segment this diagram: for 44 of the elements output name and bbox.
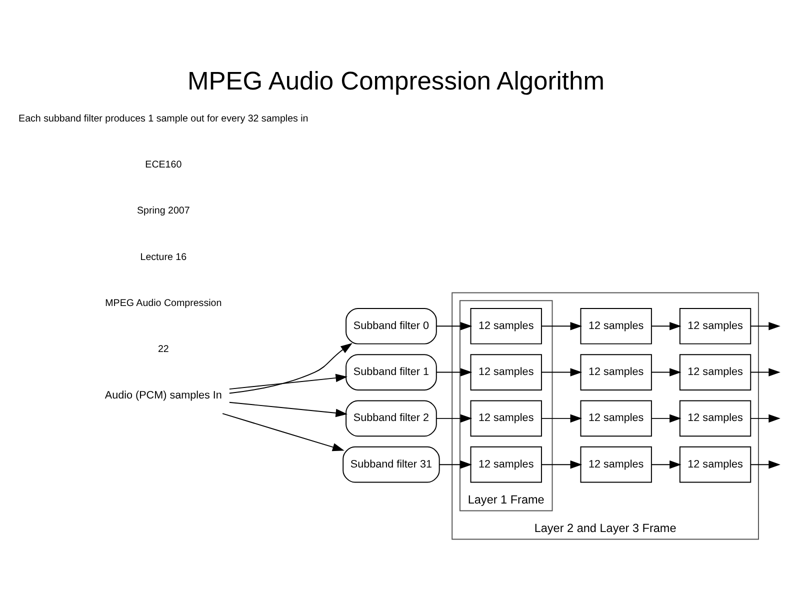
node-box: 12 samples: [470, 308, 542, 344]
node-box: 12 samples: [679, 446, 752, 483]
node-box: 12 samples: [580, 308, 652, 344]
node-box: Subband filter 31: [342, 446, 440, 483]
label: Spring 2007: [136, 206, 190, 217]
arrow: [541, 460, 582, 469]
arrow: [436, 322, 472, 330]
label: 22: [158, 344, 169, 356]
node-box: 12 samples: [580, 446, 652, 483]
node-box: 12 samples: [679, 400, 752, 437]
arrow: [651, 414, 682, 423]
arrow: [228, 374, 348, 390]
node-box: 12 samples: [470, 400, 542, 437]
diagram-title: MPEG Audio Compression Algorithm: [188, 67, 604, 96]
node-box: Subband filter 0: [346, 308, 437, 344]
arrow: [750, 414, 780, 423]
arrow: [651, 368, 682, 376]
arrow: [651, 322, 682, 330]
arrow: [750, 368, 780, 376]
node-box: 12 samples: [580, 354, 652, 390]
arrow: [436, 368, 472, 376]
label: MPEG Audio Compression: [105, 298, 222, 309]
arrow: [750, 322, 780, 330]
arrow: [541, 322, 582, 330]
node-box: 12 samples: [679, 354, 752, 390]
arrow: [438, 460, 472, 469]
node-box: 12 samples: [679, 308, 752, 344]
arrow: [228, 402, 348, 418]
node-box: 12 samples: [470, 446, 542, 483]
node-box: 12 samples: [580, 400, 652, 437]
label: Each subband filter produces 1 sample out for every 32 samples in: [18, 113, 308, 124]
node-box: Subband filter 1: [346, 354, 437, 390]
arrow: [228, 343, 352, 394]
node-text: Audio (PCM) samples In: [104, 390, 222, 402]
arrow: [750, 460, 780, 469]
node-box: Subband filter 2: [346, 400, 437, 437]
arrow: [222, 413, 344, 452]
arrow: [541, 414, 582, 423]
arrow: [651, 460, 682, 469]
arrow: [541, 368, 582, 376]
node-box: 12 samples: [470, 354, 542, 390]
arrow: [436, 414, 472, 423]
label: ECE160: [145, 160, 182, 171]
label: Lecture 16: [140, 252, 187, 263]
